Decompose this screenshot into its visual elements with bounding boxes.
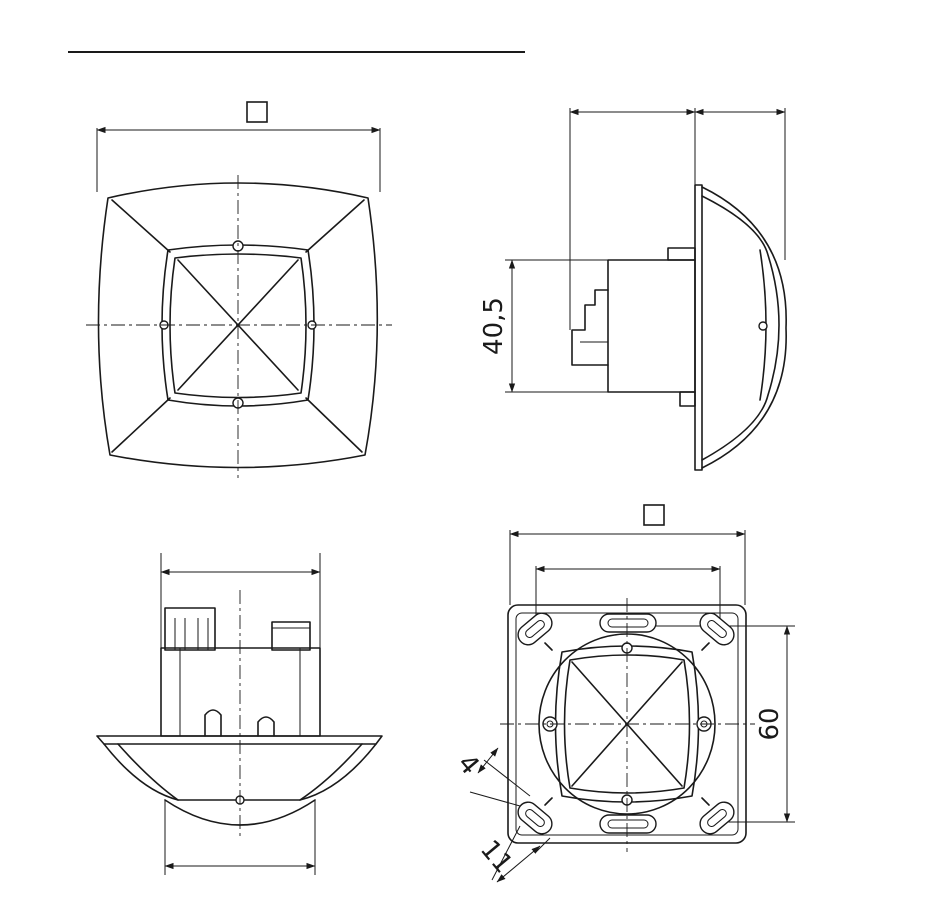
side-view: 40,5 [479, 108, 786, 470]
dimension-height-label: 40,5 [479, 297, 509, 355]
dimension-slot-width-label: 4 [451, 749, 485, 781]
square-symbol [644, 505, 664, 525]
square-symbol [247, 102, 267, 122]
underside-view [97, 553, 382, 875]
front-view [86, 102, 392, 478]
dimension-hole-spacing-label: 60 [755, 707, 785, 740]
mounting-plate-view: 60 [451, 505, 795, 882]
